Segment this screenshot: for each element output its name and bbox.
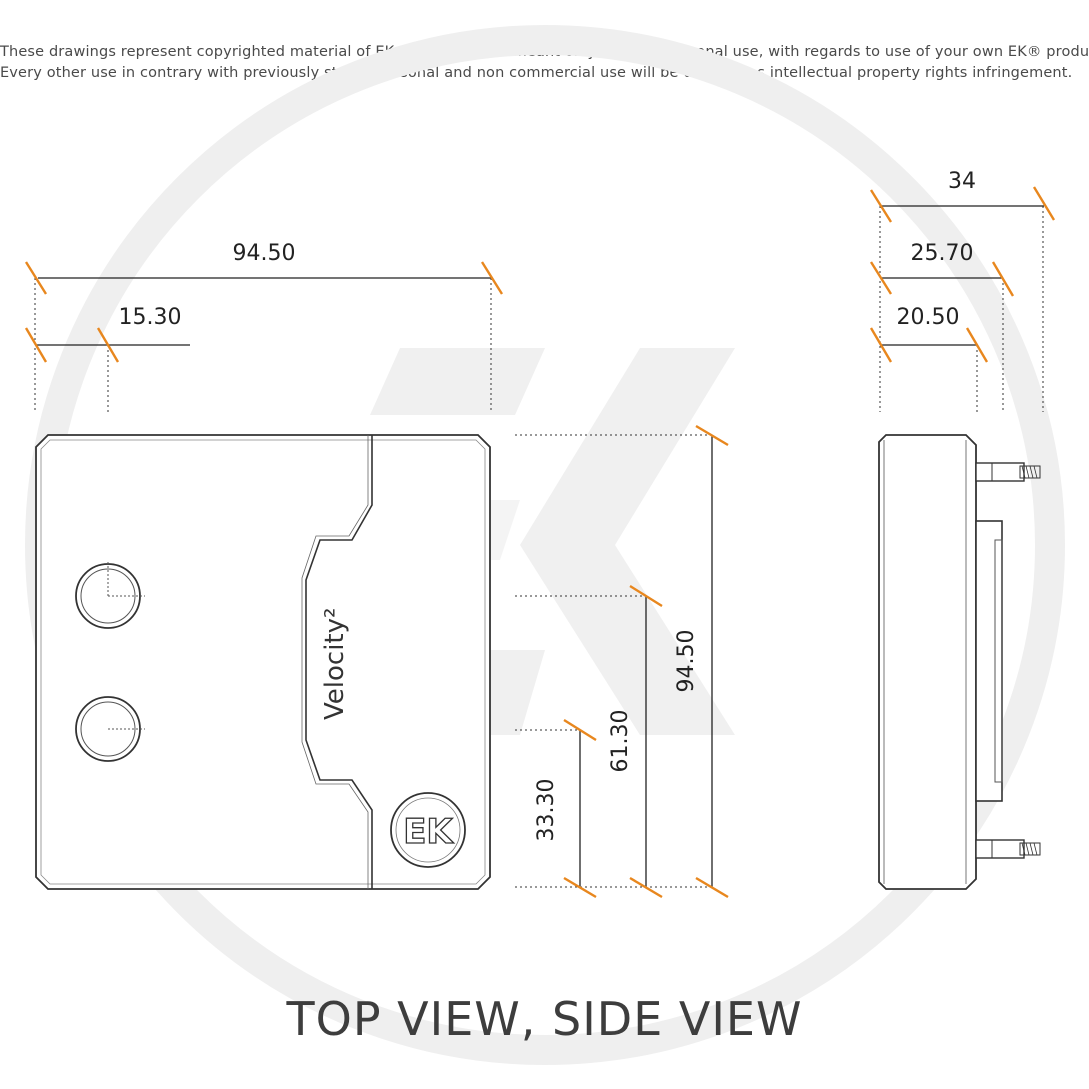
side-view-standoff-top [975, 462, 1041, 482]
dim-port1-label: 33.30 [534, 779, 559, 842]
side-view: 34 25.70 20.50 [869, 169, 1056, 890]
dim-side-small-label: 20.50 [897, 305, 960, 330]
top-view-plate-inner-outline [40, 439, 486, 885]
top-view: Velocity² EK 94.50 [24, 241, 729, 899]
dim-side-total-label: 34 [948, 169, 976, 194]
top-view-cover-edge-inner [301, 435, 369, 889]
top-view-plate-outline [35, 434, 491, 890]
dim-port2: 61.30 [515, 584, 663, 899]
port-outlet [75, 696, 145, 762]
product-label: Velocity² [320, 608, 350, 720]
view-caption: TOP VIEW, SIDE VIEW [286, 992, 803, 1046]
top-view-cover-edge [305, 435, 373, 889]
dim-side-total: 34 [869, 169, 1056, 412]
side-view-standoff-bottom [975, 839, 1041, 859]
dim-top-height-label: 94.50 [674, 630, 699, 693]
dim-port-offset-label: 15.30 [119, 305, 182, 330]
dim-top-width-label: 94.50 [233, 241, 296, 266]
dim-top-height: 94.50 [515, 424, 729, 899]
port-inlet [75, 560, 145, 629]
dim-port1: 33.30 [515, 718, 597, 899]
dim-port-offset: 15.30 [24, 305, 190, 412]
ek-logo-badge: EK [390, 792, 466, 868]
side-view-body [878, 434, 977, 890]
disclaimer-line-2: Every other use in contrary with previou… [0, 65, 1073, 81]
dim-side-mid-label: 25.70 [911, 241, 974, 266]
side-view-coldplate [975, 520, 1003, 802]
dim-top-width: 94.50 [24, 241, 504, 412]
dim-side-small: 20.50 [869, 305, 989, 412]
dim-port2-label: 61.30 [608, 710, 633, 773]
dim-side-mid: 25.70 [869, 241, 1015, 412]
ek-logo-text: EK [403, 812, 454, 852]
